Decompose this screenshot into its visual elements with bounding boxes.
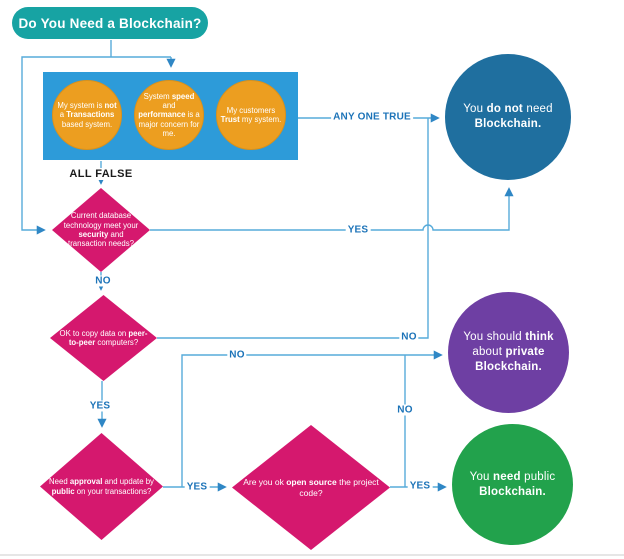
edge-label-approval-no: NO (227, 349, 247, 361)
edge-label-any-one-true: ANY ONE TRUE (331, 111, 413, 123)
outcome-private-blockchain: You should think about private Blockchai… (448, 292, 569, 413)
condition-text: My system is not a Transactions based sy… (57, 100, 117, 129)
decision-text: Are you ok open source the project code? (243, 477, 379, 498)
outcome-text: You should think about private Blockchai… (463, 331, 554, 373)
connector-database-yes (150, 187, 514, 231)
outcome-no-blockchain: You do not need Blockchain. (445, 54, 571, 180)
edge-label-database-yes: YES (345, 224, 371, 236)
condition-text: System speed and performance is a major … (138, 91, 200, 139)
connector-peer-no-up (157, 118, 429, 339)
condition-circle-trust: My customers Trust my system. (216, 80, 286, 150)
condition-circle-speed-performance: System speed and performance is a major … (134, 80, 204, 150)
decision-text: OK to copy data on peer-to-peer computer… (59, 328, 148, 347)
edge-label-database-no: NO (93, 275, 113, 287)
outcome-public-blockchain: You need public Blockchain. (452, 424, 573, 545)
condition-text: My customers Trust my system. (220, 105, 282, 124)
decision-text: Current database technology meet your se… (63, 211, 139, 249)
condition-circle-transactions: My system is not a Transactions based sy… (52, 80, 122, 150)
edge-label-opensource-yes: YES (407, 480, 433, 492)
connector-approval-no (181, 350, 443, 487)
edge-label-peer-yes: YES (87, 400, 113, 412)
title-box: Do You Need a Blockchain? (12, 7, 208, 39)
edge-label-opensource-no: NO (395, 404, 415, 416)
outcome-text: You do not need Blockchain. (463, 103, 553, 130)
edge-label-all-false: ALL FALSE (67, 168, 135, 180)
outcome-text: You need public Blockchain. (469, 470, 556, 498)
decision-text: Need approval and update by public on yo… (49, 477, 154, 496)
edge-label-approval-yes: YES (184, 481, 210, 493)
edge-label-peer-no: NO (399, 331, 419, 343)
connector-title-to-decision-database (21, 56, 171, 235)
page-title: Do You Need a Blockchain? (18, 15, 202, 31)
